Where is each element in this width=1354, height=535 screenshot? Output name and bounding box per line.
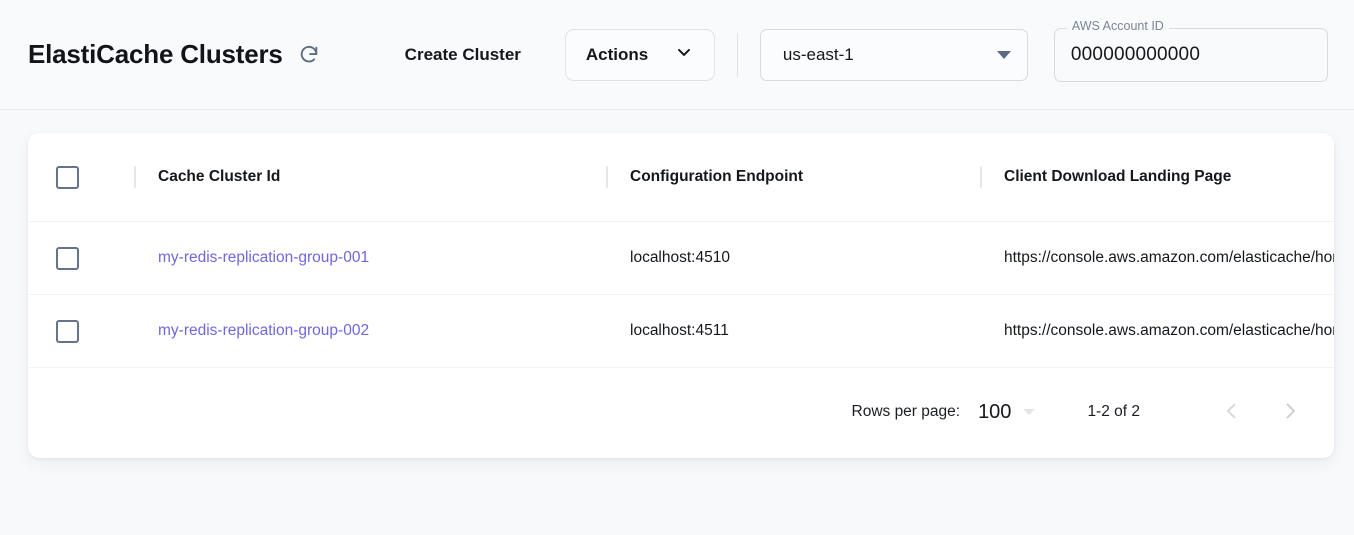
rows-per-page-value: 100 bbox=[978, 400, 1012, 423]
cell-configuration-endpoint: localhost:4511 bbox=[630, 322, 729, 339]
table-row[interactable]: my-redis-replication-group-002 localhost… bbox=[28, 295, 1334, 368]
column-header-client-download-landing-page[interactable]: Client Download Landing Page bbox=[1004, 168, 1232, 185]
column-resize-handle[interactable] bbox=[606, 166, 608, 188]
previous-page-button[interactable] bbox=[1210, 390, 1254, 434]
table-row[interactable]: my-redis-replication-group-001 localhost… bbox=[28, 222, 1334, 295]
caret-down-icon bbox=[1023, 409, 1036, 415]
cluster-id-link[interactable]: my-redis-replication-group-002 bbox=[158, 322, 370, 339]
cell-client-download-landing-page: https://console.aws.amazon.com/elasticac… bbox=[1004, 249, 1334, 266]
chevron-left-icon bbox=[1220, 399, 1244, 426]
cell-configuration-endpoint: localhost:4510 bbox=[630, 249, 730, 266]
rows-per-page-select[interactable]: 100 bbox=[978, 400, 1036, 424]
aws-account-id-field[interactable]: AWS Account ID 000000000000 bbox=[1053, 19, 1328, 82]
column-header-cache-cluster-id[interactable]: Cache Cluster Id bbox=[158, 168, 281, 185]
row-checkbox[interactable] bbox=[55, 246, 79, 270]
clusters-table-card: Cache Cluster Id Configuration Endpoint … bbox=[28, 133, 1334, 458]
select-all-cell bbox=[28, 165, 134, 189]
create-cluster-button[interactable]: Create Cluster bbox=[395, 37, 531, 73]
actions-button[interactable]: Actions bbox=[564, 28, 715, 81]
row-checkbox[interactable] bbox=[55, 319, 79, 343]
row-select-cell bbox=[28, 319, 134, 343]
row-select-cell bbox=[28, 246, 134, 270]
table-header-row: Cache Cluster Id Configuration Endpoint … bbox=[28, 133, 1334, 222]
chevron-down-icon bbox=[674, 42, 694, 67]
refresh-button[interactable] bbox=[289, 35, 329, 75]
column-resize-handle[interactable] bbox=[980, 166, 982, 188]
column-resize-handle[interactable] bbox=[134, 166, 136, 188]
aws-account-id-label: AWS Account ID bbox=[1066, 19, 1169, 32]
caret-down-icon bbox=[996, 50, 1011, 59]
actions-button-label: Actions bbox=[585, 44, 649, 64]
region-select[interactable]: us-east-1 bbox=[759, 28, 1028, 81]
refresh-icon bbox=[298, 44, 320, 66]
page-header: ElastiCache Clusters Create Cluster Acti… bbox=[0, 0, 1354, 110]
cell-client-download-landing-page: https://console.aws.amazon.com/elasticac… bbox=[1004, 322, 1334, 339]
page-title: ElastiCache Clusters bbox=[28, 39, 283, 69]
table-pagination: Rows per page: 100 1-2 of 2 bbox=[28, 368, 1334, 456]
cell-cache-cluster-id: my-redis-replication-group-001 bbox=[136, 249, 606, 267]
column-header-configuration-endpoint[interactable]: Configuration Endpoint bbox=[630, 168, 804, 185]
chevron-right-icon bbox=[1278, 399, 1302, 426]
aws-account-id-value: 000000000000 bbox=[1070, 43, 1201, 65]
cluster-id-link[interactable]: my-redis-replication-group-001 bbox=[158, 249, 370, 266]
rows-per-page-label: Rows per page: bbox=[851, 403, 961, 420]
pagination-range: 1-2 of 2 bbox=[1087, 403, 1140, 420]
next-page-button[interactable] bbox=[1268, 390, 1312, 434]
cell-cache-cluster-id: my-redis-replication-group-002 bbox=[136, 322, 606, 340]
header-divider bbox=[736, 32, 738, 77]
region-select-value: us-east-1 bbox=[782, 44, 854, 64]
select-all-checkbox[interactable] bbox=[55, 165, 79, 189]
